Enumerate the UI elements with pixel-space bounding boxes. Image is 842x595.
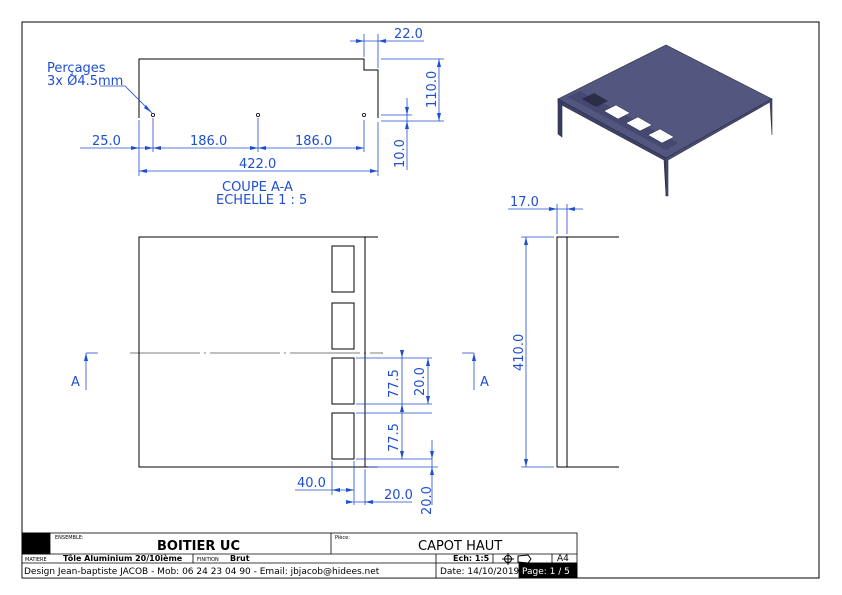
dim-40: 40.0 bbox=[297, 476, 326, 491]
dim-77-5-a: 77.5 bbox=[387, 369, 402, 398]
page-value: Page: 1 / 5 bbox=[522, 567, 570, 577]
ensemble-value: BOITIER UC bbox=[157, 539, 240, 554]
hole-2 bbox=[255, 113, 260, 118]
top-view bbox=[138, 236, 378, 468]
dim-20-bottom-v: 20.0 bbox=[420, 486, 435, 515]
dim-20-a: 20.0 bbox=[413, 367, 428, 396]
scale-value: Ech: 1:5 bbox=[453, 554, 490, 563]
finition-value: Brut bbox=[230, 554, 250, 563]
dim-186-a: 186.0 bbox=[190, 134, 227, 149]
dim-110: 110.0 bbox=[425, 71, 440, 108]
section-dimension-lines bbox=[80, 34, 444, 176]
dim-186-b: 186.0 bbox=[295, 134, 332, 149]
designer-info: Design Jean-baptiste JACOB - Mob: 06 24 … bbox=[24, 567, 380, 577]
dim-22: 22.0 bbox=[394, 27, 423, 42]
top-view-outline bbox=[138, 236, 378, 468]
section-title-line2: ECHELLE 1 : 5 bbox=[216, 193, 307, 208]
slot-2 bbox=[331, 302, 355, 350]
iso-slot-3 bbox=[625, 116, 653, 132]
slot-1 bbox=[331, 245, 355, 293]
dim-17: 17.0 bbox=[510, 195, 539, 210]
dim-77-5-b: 77.5 bbox=[387, 423, 402, 452]
format-value: A4 bbox=[557, 554, 569, 564]
side-view bbox=[556, 236, 619, 468]
dim-422: 422.0 bbox=[239, 157, 276, 172]
section-title-line1: COUPE A-A bbox=[222, 180, 293, 195]
hole-3 bbox=[361, 113, 366, 118]
side-view-outline bbox=[556, 236, 619, 468]
projection-symbol-icon bbox=[502, 553, 532, 565]
section-marker-left: A bbox=[71, 375, 80, 390]
holes-note-line1: Perçages bbox=[47, 61, 106, 76]
section-view bbox=[138, 58, 379, 118]
iso-slot-1 bbox=[582, 93, 608, 107]
slot-4 bbox=[331, 412, 355, 460]
matiere-value: Tôle Aluminium 20/10ième bbox=[63, 553, 183, 563]
holes-note-line2: 3x Ø4.5mm bbox=[47, 74, 123, 89]
hole-1 bbox=[150, 113, 155, 118]
dim-410: 410.0 bbox=[512, 334, 527, 371]
section-arrowheads bbox=[131, 39, 441, 173]
dim-25: 25.0 bbox=[92, 134, 121, 149]
iso-left-wall bbox=[557, 98, 563, 138]
section-profile bbox=[138, 58, 379, 118]
side-view-arrowheads bbox=[524, 207, 575, 467]
dim-20-bottom-h: 20.0 bbox=[384, 488, 413, 503]
iso-slot-4 bbox=[647, 128, 675, 144]
slot-3 bbox=[331, 357, 355, 405]
title-block bbox=[21, 532, 578, 579]
iso-side-face bbox=[665, 98, 773, 197]
piece-label: Pièce: bbox=[335, 534, 350, 541]
isometric-view bbox=[557, 44, 773, 197]
dim-10: 10.0 bbox=[393, 139, 408, 168]
top-view-arrowheads bbox=[84, 350, 476, 504]
section-marker-right: A bbox=[480, 375, 489, 390]
piece-value: CAPOT HAUT bbox=[418, 539, 502, 554]
iso-slot-2 bbox=[603, 104, 631, 120]
finition-label: FINITION bbox=[197, 557, 219, 563]
ensemble-label: ENSEMBLE: bbox=[55, 535, 84, 541]
date-value: Date: 14/10/2019 bbox=[440, 567, 520, 577]
matiere-label: MATIERE bbox=[25, 557, 47, 563]
